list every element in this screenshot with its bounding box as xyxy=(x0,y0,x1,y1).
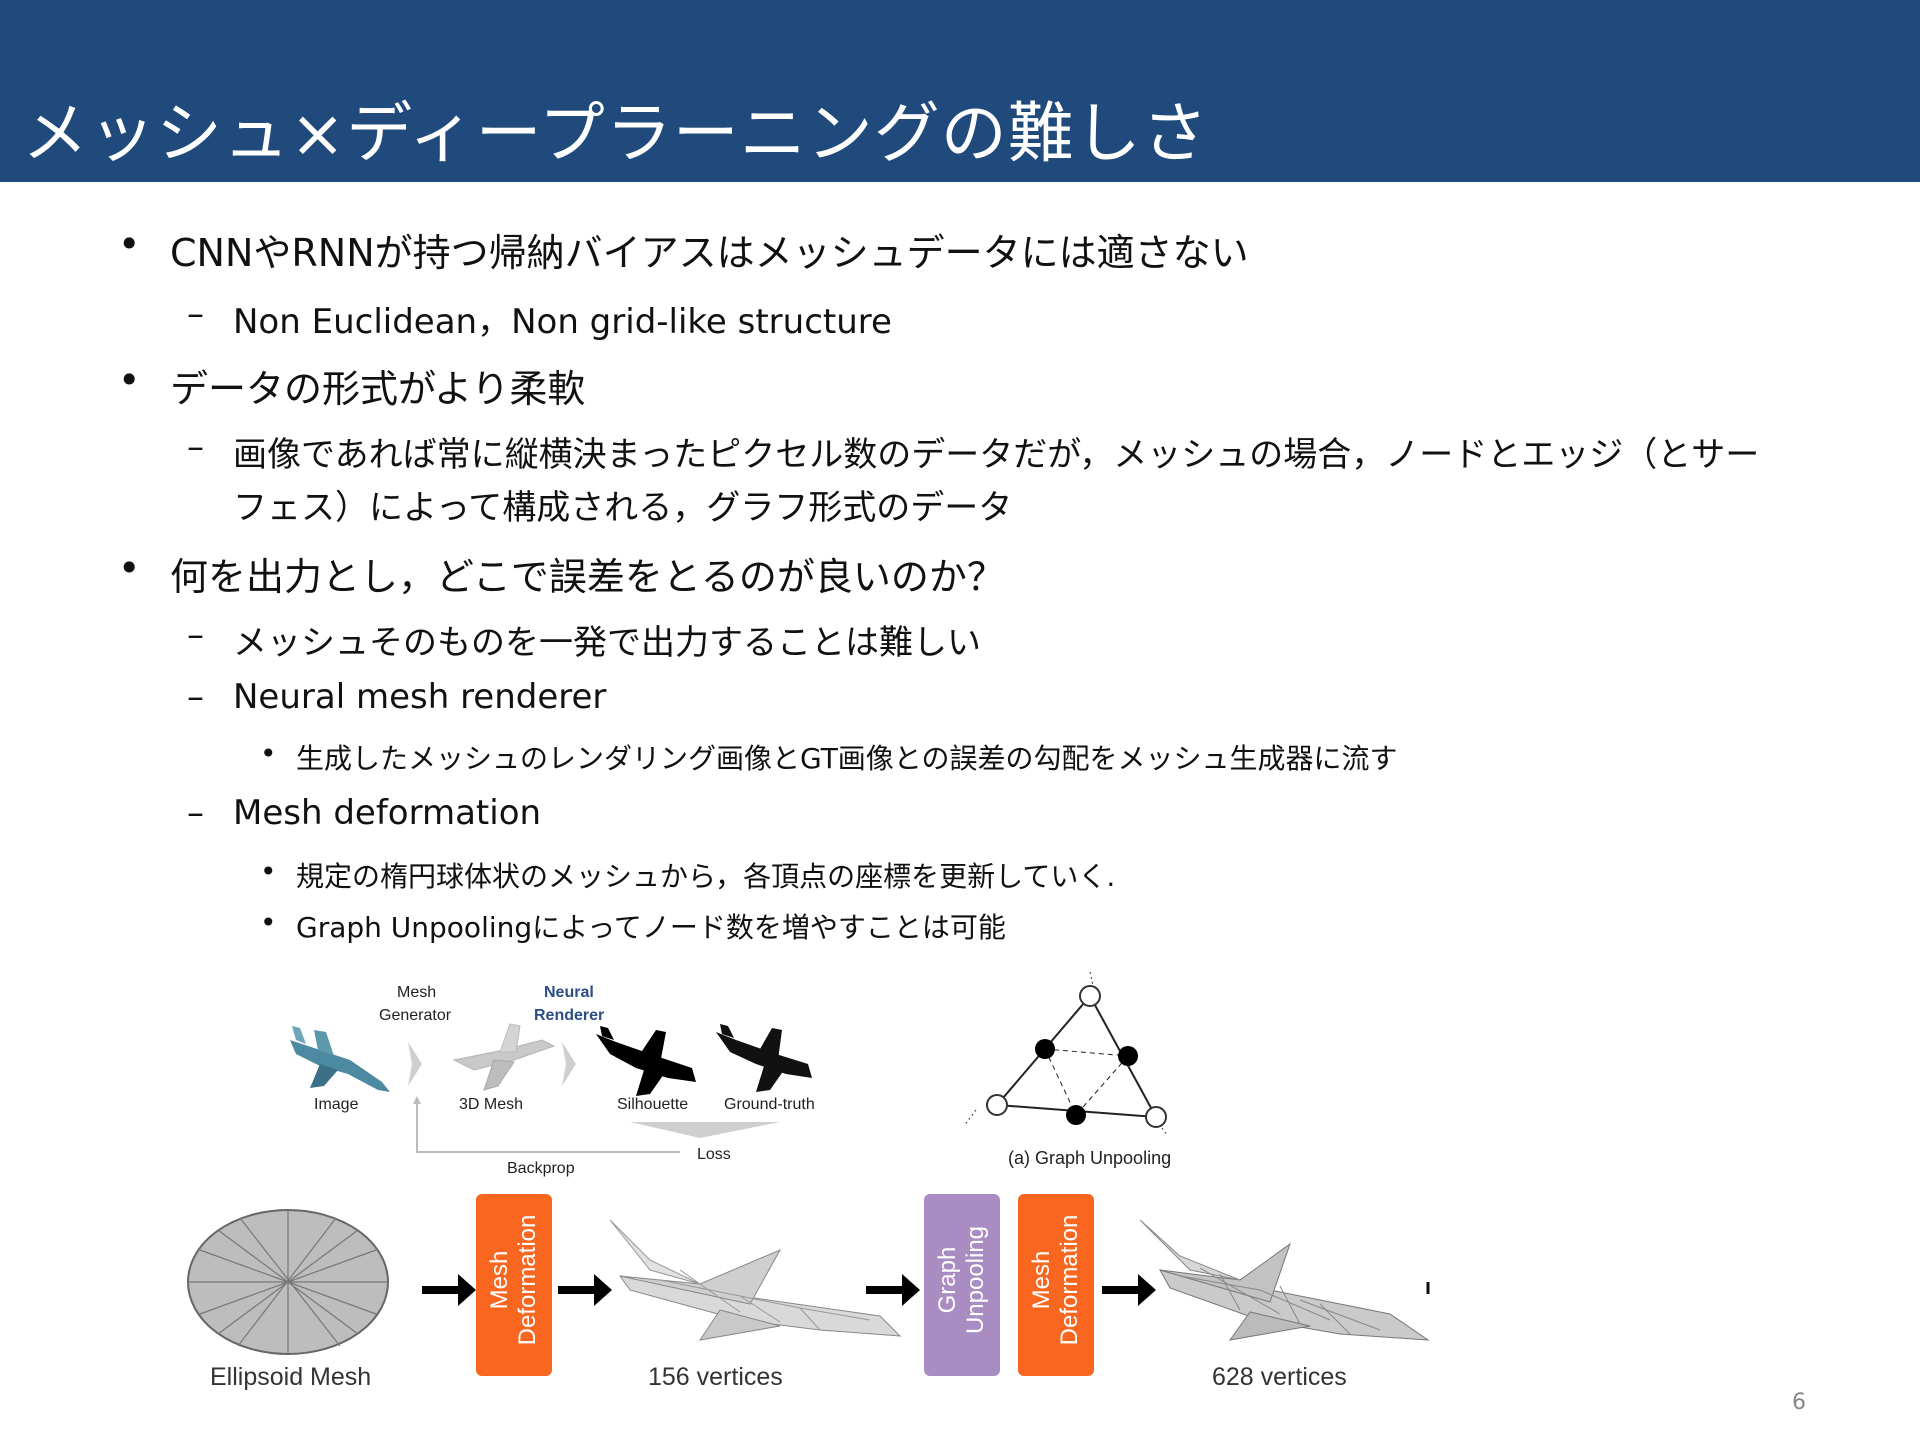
graph-unpooling-box xyxy=(924,1194,1000,1376)
bullet-marker: • xyxy=(260,737,277,770)
chevron-right-icon xyxy=(562,1042,576,1086)
dash-marker: – xyxy=(187,615,204,655)
deform-box-1-line1: Mesh xyxy=(486,1250,513,1310)
title-bar: メッシュ×ディープラーニングの難しさ xyxy=(0,0,1920,182)
loss-label: Loss xyxy=(697,1146,731,1163)
deform-box-2-line1: Mesh xyxy=(1028,1250,1055,1310)
silhouette-airplane-icon xyxy=(596,1026,696,1096)
input-image-airplane-icon xyxy=(290,1026,390,1092)
bullet-1-text: CNNやRNNが持つ帰納バイアスはメッシュデータには適さない xyxy=(170,231,1249,275)
mesh-deformation-box-1 xyxy=(476,1194,552,1376)
arrow-right-icon xyxy=(422,1274,476,1306)
mesh-deformation-graphics xyxy=(187,1194,1430,1376)
ground-truth-label: Ground-truth xyxy=(724,1096,815,1113)
backprop-label: Backprop xyxy=(507,1160,575,1177)
bullet-3-sub-3: – Mesh deformation xyxy=(187,793,542,833)
unpool-box-line2: Unpooling xyxy=(962,1225,989,1335)
dash-marker: – xyxy=(187,677,204,717)
bullet-3-sub-2-item-1: • 生成したメッシュのレンダリング画像とGT画像との誤差の勾配をメッシュ生成器に… xyxy=(260,737,1398,777)
coarse-airplane-mesh-icon xyxy=(609,1219,902,1341)
mesh-airplane-icon xyxy=(452,1023,556,1091)
ground-truth-airplane-icon xyxy=(716,1024,812,1092)
bullet-1-sub-1: – Non Euclidean，Non grid-like structure xyxy=(187,294,892,343)
bullet-3-sub-3-text: Mesh deformation xyxy=(233,793,542,833)
bullet-3-sub-3-item-2-text: Graph Unpoolingによってノード数を増やすことは可能 xyxy=(296,911,1006,944)
bullet-3-sub-2-item-1-text: 生成したメッシュのレンダリング画像とGT画像との誤差の勾配をメッシュ生成器に流す xyxy=(296,742,1398,775)
bullet-2-sub-1-line2: フェス）によって構成される，グラフ形式のデータ xyxy=(233,488,1013,528)
bullet-3-sub-1: – メッシュそのものを一発で出力することは難しい xyxy=(187,615,981,664)
bullet-2-sub-1-cont: フェス）によって構成される，グラフ形式のデータ xyxy=(233,480,1012,529)
fine-airplane-mesh-icon xyxy=(1139,1219,1430,1341)
graph-unpooling-diagram xyxy=(963,971,1169,1137)
bullet-2: • データの形式がより柔軟 xyxy=(118,358,586,413)
bullet-3-text: 何を出力とし，どこで誤差をとるのが良いのか？ xyxy=(170,555,1005,599)
bullet-marker: • xyxy=(118,358,141,402)
dash-marker: – xyxy=(187,427,204,467)
arrow-right-icon xyxy=(866,1274,920,1306)
bullet-2-sub-1-line1: 画像であれば常に縦横決まったピクセル数のデータだが，メッシュの場合，ノードとエッ… xyxy=(233,435,1760,475)
arrow-right-icon xyxy=(1102,1274,1156,1306)
silhouette-label: Silhouette xyxy=(617,1096,689,1113)
vertices-156-label: 156 vertices xyxy=(648,1363,783,1391)
loss-funnel xyxy=(630,1122,780,1138)
neural-renderer-label-2: Renderer xyxy=(534,1007,605,1024)
mesh-generator-label-2: Generator xyxy=(379,1007,452,1024)
slide-title: メッシュ×ディープラーニングの難しさ xyxy=(22,95,1209,172)
arrow-right-icon xyxy=(558,1274,612,1306)
ellipsoid-mesh-label: Ellipsoid Mesh xyxy=(210,1363,372,1391)
deform-box-1-line2: Deformation xyxy=(514,1214,541,1346)
bullet-marker: • xyxy=(118,222,141,266)
bullet-2-sub-1: – 画像であれば常に縦横決まったピクセル数のデータだが，メッシュの場合，ノードと… xyxy=(187,427,1760,476)
bullet-3-sub-2-text: Neural mesh renderer xyxy=(233,677,607,717)
bullet-3: • 何を出力とし，どこで誤差をとるのが良いのか？ xyxy=(118,546,1005,601)
bullet-1-sub-1-text: Non Euclidean，Non grid-like structure xyxy=(233,302,892,342)
bullet-2-text: データの形式がより柔軟 xyxy=(170,367,586,411)
ellipsoid-mesh-icon xyxy=(187,1209,389,1355)
bullet-3-sub-3-item-2: • Graph Unpoolingによってノード数を増やすことは可能 xyxy=(260,906,1006,946)
backprop-arrow xyxy=(416,1100,680,1153)
bullet-marker: • xyxy=(260,855,277,888)
mesh-generator-label-1: Mesh xyxy=(397,984,437,1001)
bullet-3-sub-1-text: メッシュそのものを一発で出力することは難しい xyxy=(233,623,981,663)
vertices-628-label: 628 vertices xyxy=(1212,1363,1347,1391)
bullet-3-sub-2: – Neural mesh renderer xyxy=(187,677,607,717)
dash-marker: – xyxy=(187,793,204,833)
dash-marker: – xyxy=(187,294,204,334)
mesh3d-label: 3D Mesh xyxy=(459,1096,524,1113)
nmr-graphics xyxy=(290,1023,812,1153)
page-number: 6 xyxy=(1792,1390,1806,1415)
bullet-3-sub-3-item-1-text: 規定の楕円球体状のメッシュから，各頂点の座標を更新していく. xyxy=(296,860,1116,893)
bullet-1: • CNNやRNNが持つ帰納バイアスはメッシュデータには適さない xyxy=(118,222,1249,277)
bullet-marker: • xyxy=(118,546,141,590)
neural-renderer-label-1: Neural xyxy=(544,984,594,1001)
bullet-marker: • xyxy=(260,906,277,939)
deform-box-2-line2: Deformation xyxy=(1056,1214,1083,1346)
image-label: Image xyxy=(314,1096,359,1113)
graph-unpooling-caption: (a) Graph Unpooling xyxy=(1008,1148,1172,1168)
chevron-right-icon xyxy=(408,1042,422,1086)
unpool-box-line1: Graph xyxy=(934,1246,961,1314)
bullet-3-sub-3-item-1: • 規定の楕円球体状のメッシュから，各頂点の座標を更新していく. xyxy=(260,855,1116,895)
mesh-deformation-box-2 xyxy=(1018,1194,1094,1376)
